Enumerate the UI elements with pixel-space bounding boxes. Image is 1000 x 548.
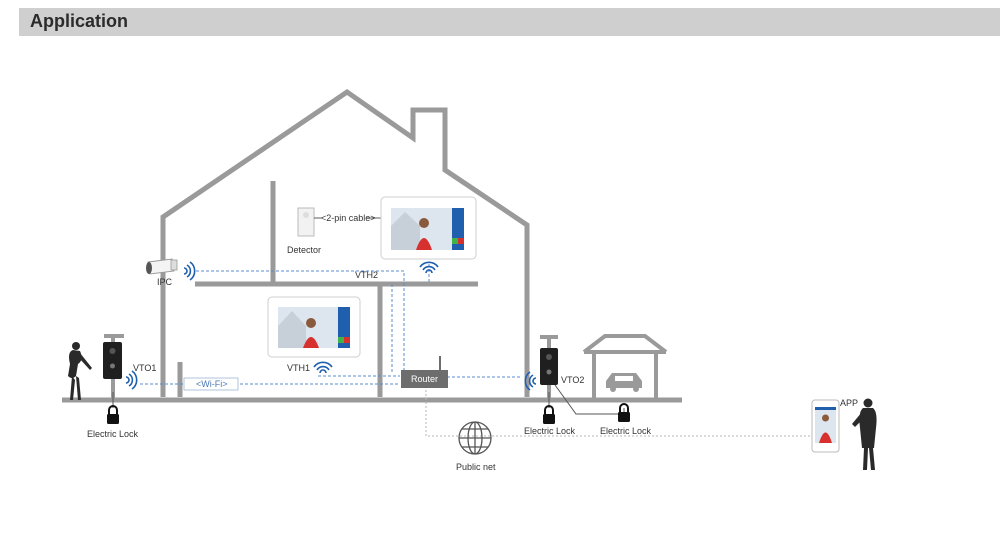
vth1-label: VTH1 bbox=[287, 363, 310, 373]
globe-icon bbox=[458, 421, 492, 455]
app-label: APP bbox=[840, 398, 858, 408]
vto2-label: VTO2 bbox=[561, 375, 584, 385]
vth1-monitor bbox=[267, 296, 361, 358]
cable-label: <2-pin cable> bbox=[321, 213, 376, 223]
lock-icon bbox=[542, 405, 556, 425]
vth2-label: VTH2 bbox=[355, 270, 378, 280]
woman-silhouette bbox=[68, 342, 92, 400]
router-label: Router bbox=[411, 374, 438, 384]
section-title: Application bbox=[30, 11, 128, 31]
person-silhouette bbox=[852, 398, 877, 470]
wifi-label: <Wi-Fi> bbox=[196, 379, 228, 389]
smartphone-device bbox=[811, 399, 840, 453]
lock3-label: Electric Lock bbox=[600, 426, 652, 436]
vto2-device bbox=[540, 348, 558, 385]
detector-label: Detector bbox=[287, 245, 321, 255]
router-device bbox=[401, 356, 448, 388]
vto1-device bbox=[103, 342, 122, 379]
lock2-label: Electric Lock bbox=[524, 426, 576, 436]
car-icon bbox=[606, 373, 642, 392]
detector-device bbox=[297, 207, 315, 237]
ipc-label: IPC bbox=[157, 277, 173, 287]
ipc-camera bbox=[146, 258, 178, 275]
internet-link bbox=[425, 386, 812, 437]
wifi-tag bbox=[183, 377, 239, 391]
lock-icon bbox=[617, 403, 631, 423]
vth2-monitor bbox=[380, 196, 477, 260]
house-outline bbox=[160, 88, 530, 397]
lock1-label: Electric Lock bbox=[87, 429, 139, 439]
vto1-label: VTO1 bbox=[133, 363, 156, 373]
section-header: Application bbox=[19, 8, 1000, 36]
network-links bbox=[140, 264, 520, 385]
public-net-label: Public net bbox=[456, 462, 496, 472]
garage bbox=[582, 334, 668, 400]
lock-icon bbox=[106, 405, 120, 425]
